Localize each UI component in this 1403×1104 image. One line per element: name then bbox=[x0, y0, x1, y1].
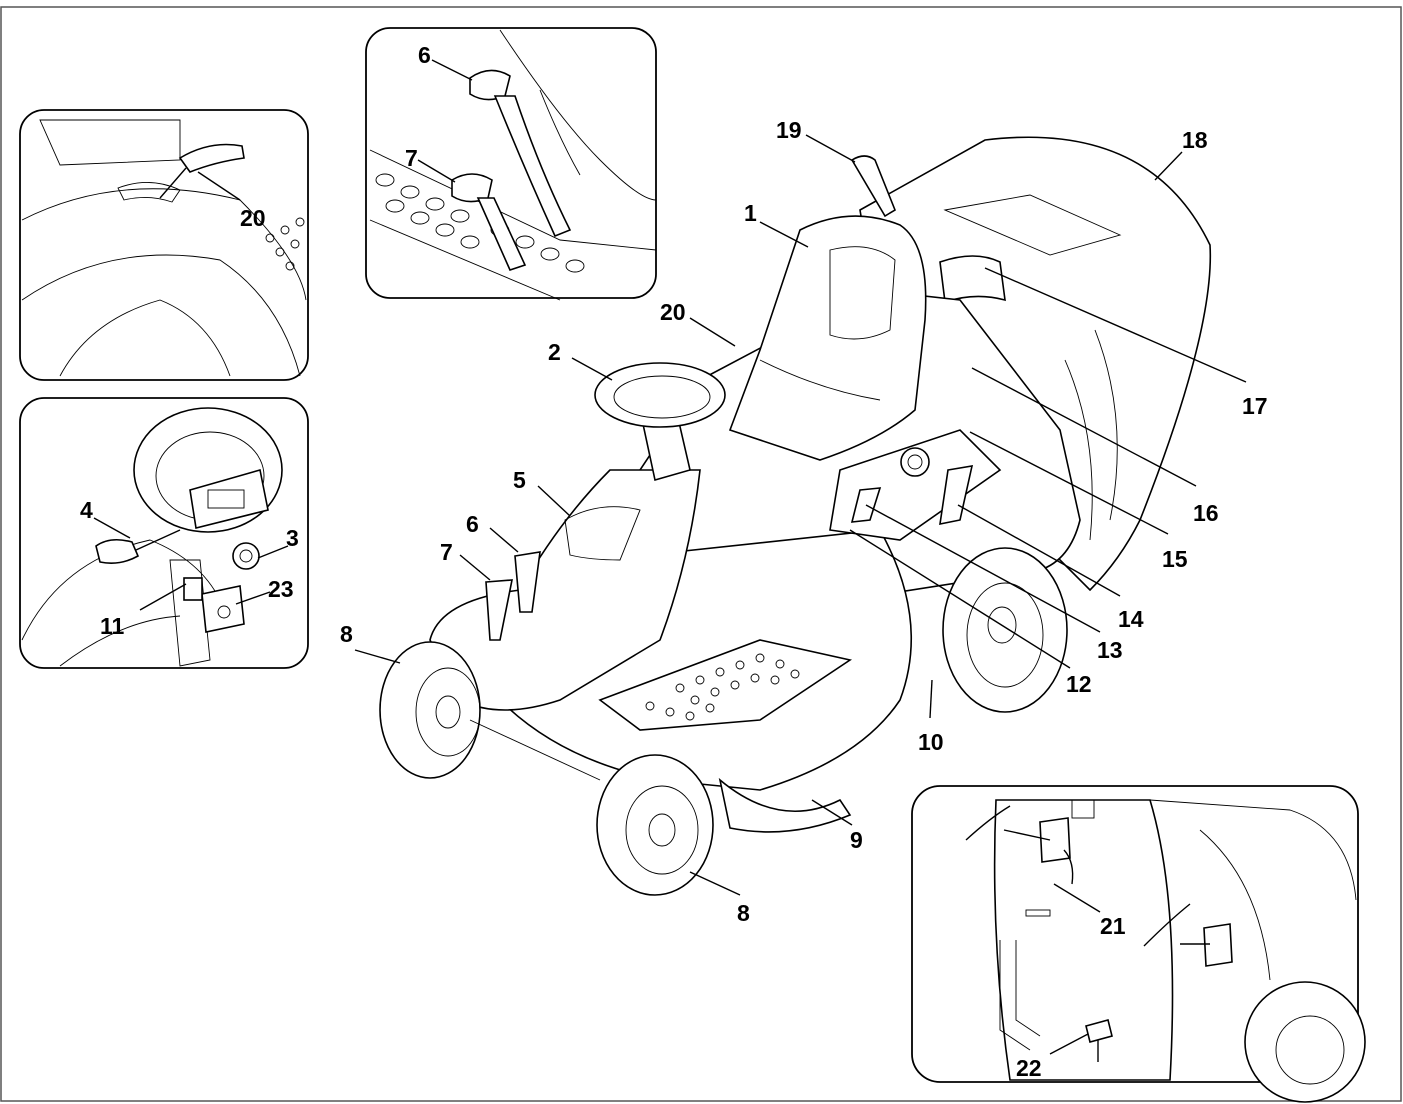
callout-10: 10 bbox=[918, 729, 944, 755]
callout-6-main: 6 bbox=[466, 511, 479, 537]
inset-lever: 20 bbox=[19, 109, 309, 381]
callout-18: 18 bbox=[1182, 127, 1208, 153]
callout-9: 9 bbox=[850, 827, 863, 853]
inset-dashboard: 4 3 11 23 bbox=[19, 397, 309, 669]
callout-15: 15 bbox=[1162, 546, 1188, 572]
mower-illustration bbox=[379, 136, 1212, 896]
callout-5: 5 bbox=[513, 467, 526, 493]
inset-pedals: 6 7 bbox=[365, 27, 657, 301]
inset-lever-holes bbox=[265, 217, 305, 271]
callout-13: 13 bbox=[1097, 637, 1123, 663]
callout-20-main: 20 bbox=[660, 299, 686, 325]
inset-pedals-holes bbox=[375, 173, 585, 273]
callout-22: 22 bbox=[1016, 1055, 1042, 1081]
callout-23: 23 bbox=[268, 576, 294, 602]
callout-8-right: 8 bbox=[737, 900, 750, 926]
callout-17: 17 bbox=[1242, 393, 1268, 419]
callout-8-left: 8 bbox=[340, 621, 353, 647]
callout-12: 12 bbox=[1066, 671, 1092, 697]
callout-4: 4 bbox=[80, 497, 93, 523]
callout-3: 3 bbox=[286, 525, 299, 551]
main-callouts: 1 2 5 6 7 8 8 9 10 12 13 14 15 16 17 18 bbox=[340, 117, 1268, 926]
callout-19: 19 bbox=[776, 117, 802, 143]
callout-7-inset: 7 bbox=[405, 145, 418, 171]
callout-16: 16 bbox=[1193, 500, 1219, 526]
footboard-holes bbox=[645, 653, 800, 721]
callout-20-inset: 20 bbox=[240, 205, 266, 231]
callout-6-inset: 6 bbox=[418, 42, 431, 68]
callout-2: 2 bbox=[548, 339, 561, 365]
callout-14: 14 bbox=[1118, 606, 1144, 632]
page-border bbox=[0, 6, 1402, 1102]
inset-rear: 21 22 bbox=[911, 785, 1366, 1103]
callout-7-main: 7 bbox=[440, 539, 453, 565]
callout-21: 21 bbox=[1100, 913, 1126, 939]
callout-1: 1 bbox=[744, 200, 757, 226]
callout-11: 11 bbox=[100, 613, 125, 639]
